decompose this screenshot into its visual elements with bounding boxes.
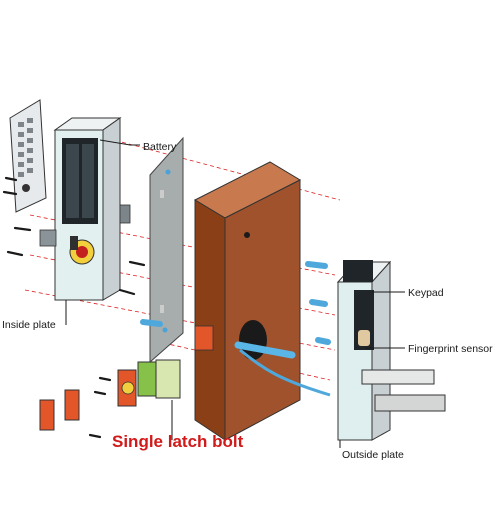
single-latch-bolt-label: Single latch bolt bbox=[112, 432, 244, 451]
mounting-plate bbox=[149, 136, 184, 364]
keypad-label: Keypad bbox=[408, 287, 444, 299]
outside-plate bbox=[336, 260, 446, 441]
spindle-rods bbox=[140, 261, 331, 345]
battery-label: Battery bbox=[143, 141, 177, 153]
cable bbox=[234, 341, 331, 397]
door-block bbox=[193, 161, 302, 441]
leader-lines bbox=[65, 139, 405, 448]
outside-plate-label: Outside plate bbox=[342, 449, 404, 461]
inside-plate bbox=[39, 117, 131, 301]
battery-cover bbox=[9, 99, 47, 213]
inside-screws bbox=[2, 176, 220, 439]
latch-hardware bbox=[39, 359, 181, 431]
inside-plate-label: Inside plate bbox=[2, 319, 56, 331]
fingerprint-sensor-label: Fingerprint sensor bbox=[408, 343, 493, 355]
